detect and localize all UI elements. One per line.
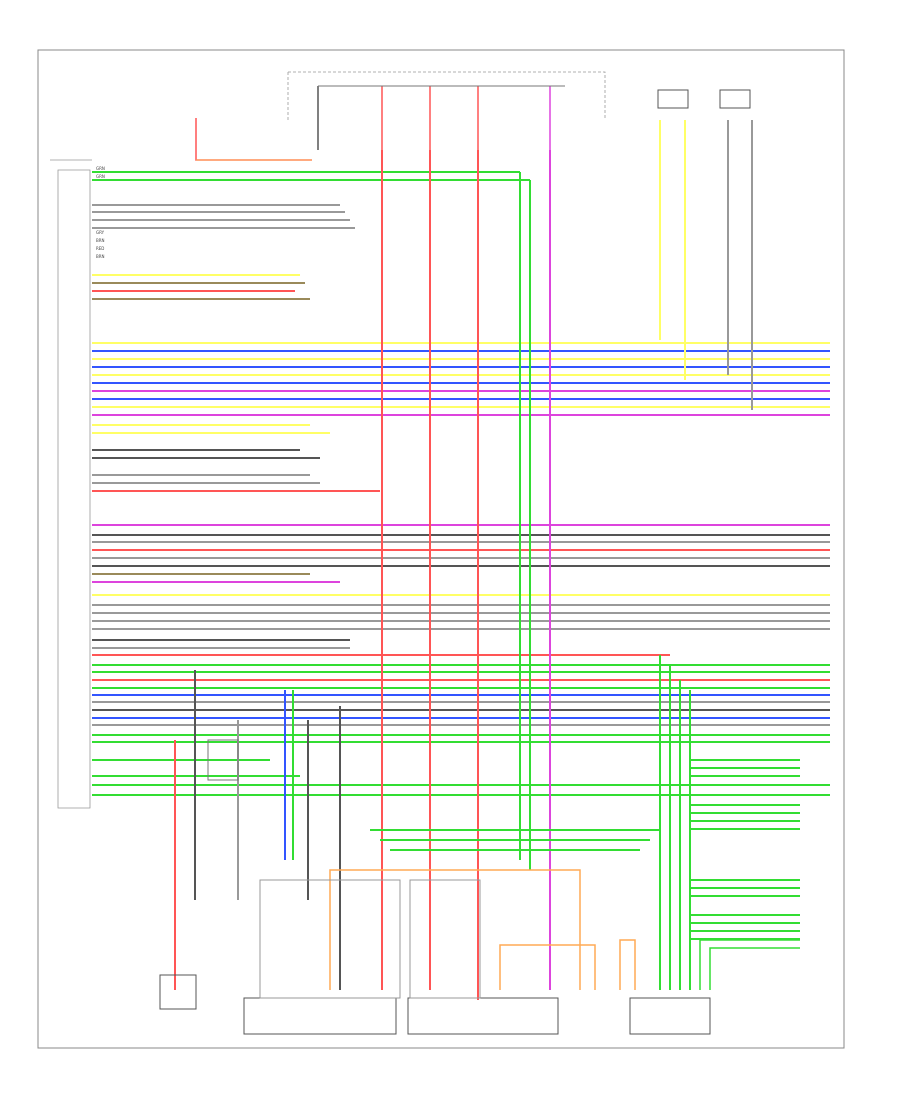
label-layer: GRN GRN GRY BRN RED BRN — [96, 166, 105, 259]
left-rear-sensor-box — [719, 89, 751, 109]
ecu-module-a-box — [243, 997, 397, 1035]
pin-label-0: GRN — [96, 166, 105, 171]
diagram-frame — [37, 49, 845, 1049]
relay-box — [207, 739, 239, 781]
top-harness-outline — [288, 71, 606, 120]
bottom-feed-green-4 — [699, 939, 800, 990]
sound-actuator-outline — [409, 879, 481, 999]
right-rear-sensor-box — [657, 89, 689, 109]
control-unit-outline — [259, 879, 401, 999]
bottom-feed-green-5 — [709, 947, 800, 990]
pin-label-8: GRY — [96, 230, 105, 235]
pin-label-1: GRN — [96, 174, 105, 179]
bottom-feed-orange-2 — [499, 944, 596, 990]
bottom-feed-orange — [329, 869, 581, 990]
heater-feed-red — [195, 118, 312, 161]
bottom-feed-orange-3 — [619, 939, 636, 990]
pin-label-10: RED — [96, 246, 104, 251]
gateway-module-box — [407, 997, 559, 1035]
pin-label-9: BRN — [96, 238, 105, 243]
wire-layer — [50, 71, 830, 1000]
ecu-module-c-box — [629, 997, 711, 1035]
component-layer — [159, 89, 751, 1035]
fuel-heater-box — [159, 974, 197, 1010]
connector-block-outline — [57, 169, 91, 809]
pin-label-11: BRN — [96, 254, 105, 259]
